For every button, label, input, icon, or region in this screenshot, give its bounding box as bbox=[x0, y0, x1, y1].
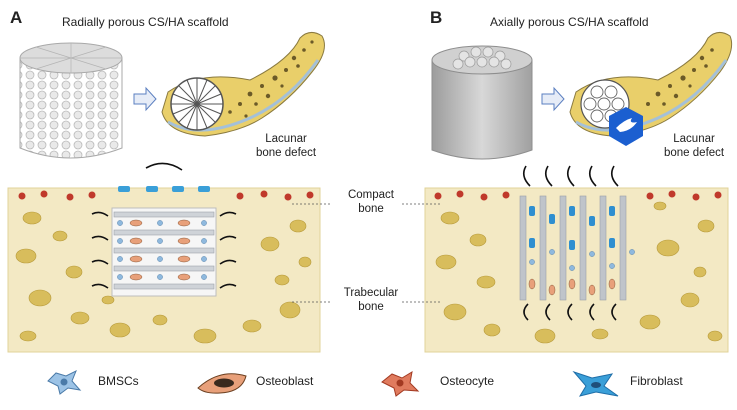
cell-migration-arrows-a bbox=[91, 162, 237, 289]
arrow-right-icon bbox=[541, 86, 565, 112]
radial-scaffold-cylinder bbox=[19, 42, 123, 159]
axial-scaffold-cylinder bbox=[431, 45, 533, 160]
panel-a-letter: A bbox=[10, 8, 23, 27]
fibroblast-icon bbox=[572, 370, 619, 397]
compact-bone-label: Compact bone bbox=[347, 189, 395, 215]
lacunar-defect-label-b: Lacunar bone defect bbox=[664, 133, 725, 159]
legend-osteoblast: Osteoblast bbox=[256, 374, 314, 388]
trabecular-bone-label: Trabecular bone bbox=[343, 287, 399, 313]
panel-b-letter: B bbox=[430, 8, 443, 27]
legend-fibroblast: Fibroblast bbox=[630, 374, 683, 388]
trabecular-pores-a bbox=[15, 211, 312, 344]
osteocyte-icon bbox=[381, 371, 420, 397]
legend-bmscs: BMSCs bbox=[98, 374, 139, 388]
osteocyte-cells-a bbox=[18, 190, 314, 201]
panel-a-title: Radially porous CS/HA scaffold bbox=[62, 15, 229, 29]
bmsc-icon bbox=[47, 369, 82, 395]
bone-model-a bbox=[161, 32, 325, 137]
bone-model-b bbox=[569, 32, 733, 137]
radial-scaffold-implant bbox=[111, 186, 217, 297]
lacunar-defect-label-a: Lacunar bone defect bbox=[256, 133, 317, 159]
bone-tissue-b bbox=[424, 187, 729, 353]
panel-b-title: Axially porous CS/HA scaffold bbox=[490, 15, 649, 29]
bird-logo-icon bbox=[609, 107, 643, 146]
cell-migration-arrows-b bbox=[522, 165, 619, 321]
legend-osteocyte: Osteocyte bbox=[440, 374, 495, 388]
arrow-right-icon bbox=[133, 86, 157, 112]
trabecular-pores-b bbox=[435, 201, 723, 344]
osteoblast-icon bbox=[197, 373, 247, 394]
osteocyte-cells-b bbox=[434, 190, 722, 201]
axial-scaffold-implant bbox=[519, 195, 635, 301]
